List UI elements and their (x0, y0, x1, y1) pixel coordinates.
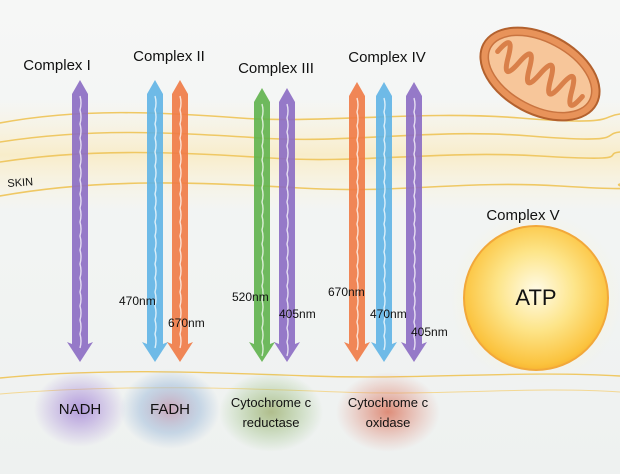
wavelength-label: 470nm (370, 307, 407, 321)
beam-405nm (274, 88, 300, 362)
beam-470nm (142, 80, 168, 362)
reductase-blob (219, 372, 323, 452)
oxidase-label: Cytochrome c oxidase (348, 393, 428, 433)
wavelength-label: 670nm (328, 285, 365, 299)
fadh-label: FADH (149, 401, 191, 418)
oxidase-line-1: Cytochrome c (347, 395, 429, 410)
beam-470nm (371, 82, 397, 362)
light-beams (67, 80, 427, 362)
skin-layers (0, 111, 620, 197)
fadh-blob (120, 369, 220, 449)
complex-2-label: Complex II (133, 48, 205, 65)
beam-520nm (249, 88, 275, 362)
atp-circle (463, 225, 609, 371)
wavelength-label: 670nm (168, 316, 205, 330)
atp-label: ATP (515, 285, 557, 310)
oxidase-line-2: oxidase (365, 415, 411, 430)
nadh-blob (34, 371, 126, 447)
wavelength-label: 470nm (119, 294, 156, 308)
beam-405nm (401, 82, 427, 362)
complex-5-label: Complex V (486, 207, 560, 224)
reductase-line-2: reductase (242, 415, 300, 430)
reductase-label: Cytochrome c reductase (231, 393, 311, 433)
beam-complex-1 (67, 80, 93, 362)
mitochondrion-icon (479, 26, 601, 122)
wavelength-label: 405nm (279, 307, 316, 321)
reductase-line-1: Cytochrome c (230, 395, 312, 410)
skin-label: SKIN (7, 176, 34, 190)
oxidase-blob (336, 372, 440, 452)
wavelength-label: 405nm (411, 325, 448, 339)
complex-1-label: Complex I (23, 57, 91, 74)
beam-670nm (167, 80, 193, 362)
complex-3-label: Complex III (238, 60, 314, 77)
wavelength-label: 520nm (232, 290, 269, 304)
complex-4-label: Complex IV (348, 49, 426, 66)
beam-670nm (344, 82, 370, 362)
nadh-label: NADH (58, 401, 102, 418)
